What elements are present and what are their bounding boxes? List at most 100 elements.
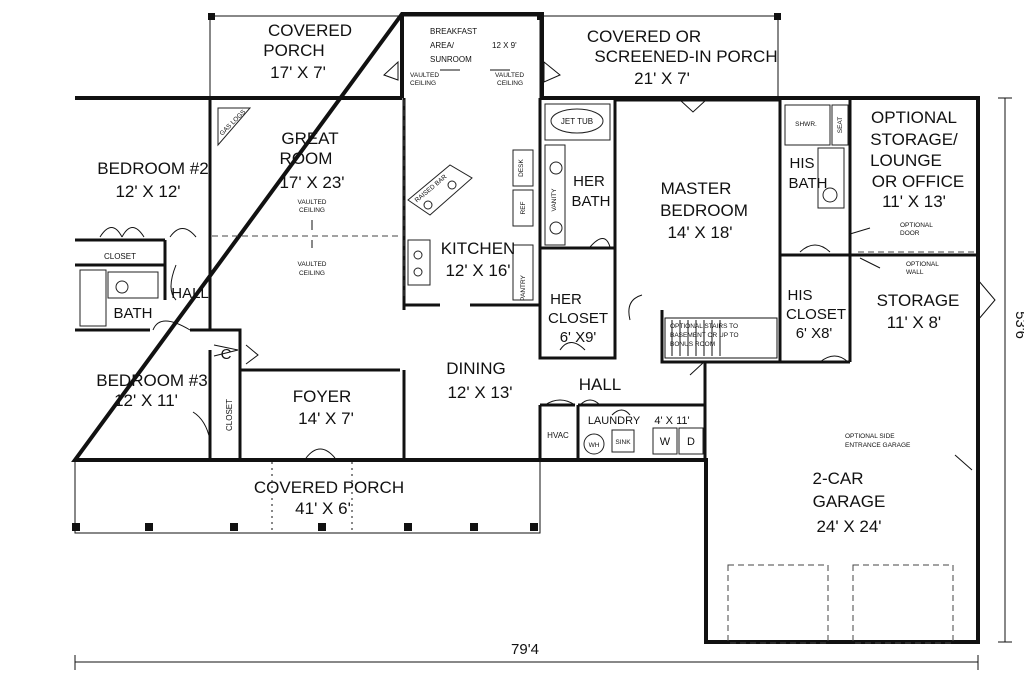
svg-text:ROOM: ROOM — [280, 149, 333, 168]
svg-text:CEILING: CEILING — [410, 80, 436, 87]
svg-text:PANTRY: PANTRY — [520, 274, 527, 300]
breakfast-label: BREAKFAST AREA/ 12 X 9' SUNROOM VAULTED … — [410, 27, 524, 87]
svg-text:WH: WH — [589, 442, 600, 449]
svg-text:6' X9': 6' X9' — [560, 329, 597, 346]
svg-text:VANITY: VANITY — [551, 188, 558, 212]
svg-text:SCREENED-IN PORCH: SCREENED-IN PORCH — [594, 47, 777, 66]
svg-text:11' X 13': 11' X 13' — [882, 192, 946, 211]
svg-text:HER: HER — [550, 291, 582, 308]
svg-text:24' X 24': 24' X 24' — [816, 517, 881, 536]
svg-text:OPTIONAL: OPTIONAL — [900, 222, 933, 229]
svg-text:HALL: HALL — [579, 375, 622, 394]
svg-text:CEILING: CEILING — [299, 270, 325, 277]
svg-text:12' X 16': 12' X 16' — [445, 261, 510, 280]
svg-text:KITCHEN: KITCHEN — [441, 239, 516, 258]
hall-center-label: HALL — [579, 375, 622, 394]
dimension-lines — [74, 97, 1012, 670]
svg-text:6' X8': 6' X8' — [796, 325, 833, 342]
svg-text:BATH: BATH — [572, 193, 611, 210]
svg-text:OR OFFICE: OR OFFICE — [872, 172, 965, 191]
svg-text:HIS: HIS — [787, 287, 812, 304]
svg-text:AREA/: AREA/ — [430, 41, 455, 50]
laundry-label: LAUNDRY 4' X 11' — [588, 415, 690, 427]
foyer-label: FOYER 14' X 7' — [293, 387, 354, 428]
svg-text:BASEMENT OR UP TO: BASEMENT OR UP TO — [670, 332, 739, 339]
svg-text:41' X 6': 41' X 6' — [295, 499, 351, 518]
svg-text:VAULTED: VAULTED — [410, 72, 439, 79]
great-room-label: GREAT ROOM 17' X 23' VAULTED CEILING VAU… — [279, 129, 344, 277]
her-bath-label: HER BATH — [572, 173, 611, 210]
svg-text:COVERED OR: COVERED OR — [587, 27, 701, 46]
svg-text:14' X 18': 14' X 18' — [667, 223, 732, 242]
svg-text:STORAGE/: STORAGE/ — [870, 130, 958, 149]
svg-text:HER: HER — [573, 173, 605, 190]
svg-text:21' X 7': 21' X 7' — [634, 69, 690, 88]
svg-text:COVERED: COVERED — [268, 21, 352, 40]
svg-text:BONUS ROOM: BONUS ROOM — [670, 341, 715, 348]
overall-depth: 53'6 — [1012, 311, 1024, 339]
optional-room-label: OPTIONAL STORAGE/ LOUNGE OR OFFICE 11' X… — [870, 108, 964, 211]
her-closet-label: HER CLOSET 6' X9' — [548, 291, 608, 346]
svg-text:HIS: HIS — [789, 155, 814, 172]
svg-text:PORCH: PORCH — [263, 41, 324, 60]
svg-text:LAUNDRY: LAUNDRY — [588, 415, 641, 427]
svg-text:12' X 13': 12' X 13' — [447, 383, 512, 402]
bedroom3-label: BEDROOM #3 12' X 11' — [96, 371, 207, 410]
overall-width: 79'4 — [511, 641, 539, 658]
svg-text:BREAKFAST: BREAKFAST — [430, 27, 477, 36]
svg-text:CLOSET: CLOSET — [104, 252, 136, 261]
svg-text:CLOSET: CLOSET — [786, 306, 846, 323]
kitchen-label: KITCHEN 12' X 16' — [441, 239, 516, 280]
svg-text:C: C — [221, 346, 232, 363]
svg-text:BEDROOM #2: BEDROOM #2 — [97, 159, 208, 178]
fixtures — [79, 69, 973, 644]
svg-text:12' X 12': 12' X 12' — [115, 182, 180, 201]
svg-text:BATH: BATH — [789, 175, 828, 192]
svg-text:BATH: BATH — [114, 305, 153, 322]
svg-text:17' X 7': 17' X 7' — [270, 63, 326, 82]
svg-text:DINING: DINING — [446, 359, 506, 378]
svg-text:DESK: DESK — [518, 158, 525, 176]
dashed-lines — [212, 100, 975, 300]
dining-label: DINING 12' X 13' — [446, 359, 512, 402]
svg-text:VAULTED: VAULTED — [495, 72, 524, 79]
svg-text:SUNROOM: SUNROOM — [430, 55, 472, 64]
svg-text:MASTER: MASTER — [661, 179, 732, 198]
svg-text:OPTIONAL: OPTIONAL — [906, 261, 939, 268]
svg-text:VAULTED: VAULTED — [297, 261, 326, 268]
svg-text:BEDROOM: BEDROOM — [660, 201, 748, 220]
door-swings — [99, 60, 996, 459]
svg-text:OPTIONAL: OPTIONAL — [871, 108, 957, 127]
svg-text:CLOSET: CLOSET — [548, 310, 608, 327]
porch-top-right-label: COVERED OR SCREENED-IN PORCH 21' X 7' — [587, 27, 778, 88]
svg-text:12 X 9': 12 X 9' — [492, 41, 517, 50]
svg-text:DOOR: DOOR — [900, 230, 920, 237]
exterior-walls — [71, 12, 980, 644]
svg-text:WALL: WALL — [906, 269, 924, 276]
garage-label: 2-CAR GARAGE 24' X 24' — [812, 469, 885, 536]
svg-text:OPTIONAL SIDE: OPTIONAL SIDE — [845, 433, 895, 440]
front-porch-label: COVERED PORCH 41' X 6' — [254, 478, 404, 518]
svg-text:12' X 11': 12' X 11' — [114, 391, 178, 410]
svg-text:2-CAR: 2-CAR — [812, 469, 863, 488]
svg-text:COVERED PORCH: COVERED PORCH — [254, 478, 404, 497]
svg-text:JET TUB: JET TUB — [561, 117, 593, 126]
svg-text:11' X 8': 11' X 8' — [887, 313, 941, 332]
svg-text:4' X 11': 4' X 11' — [654, 415, 689, 427]
svg-text:FOYER: FOYER — [293, 387, 352, 406]
svg-text:LOUNGE: LOUNGE — [870, 151, 942, 170]
storage-label: STORAGE 11' X 8' — [877, 291, 960, 332]
svg-text:GARAGE: GARAGE — [813, 492, 886, 511]
porch-top-left-label: COVERED PORCH 17' X 7' — [263, 21, 352, 82]
svg-text:BEDROOM #3: BEDROOM #3 — [96, 371, 207, 390]
svg-text:SHWR.: SHWR. — [795, 121, 817, 128]
master-bedroom-label: MASTER BEDROOM 14' X 18' — [660, 179, 748, 242]
svg-text:14' X 7': 14' X 7' — [298, 409, 354, 428]
svg-text:HALL: HALL — [171, 285, 209, 302]
svg-text:SEAT: SEAT — [837, 117, 844, 134]
svg-text:CLOSET: CLOSET — [225, 399, 234, 431]
svg-text:GREAT: GREAT — [281, 129, 338, 148]
svg-text:OPTIONAL STAIRS TO: OPTIONAL STAIRS TO — [670, 323, 738, 330]
svg-text:D: D — [687, 436, 695, 448]
